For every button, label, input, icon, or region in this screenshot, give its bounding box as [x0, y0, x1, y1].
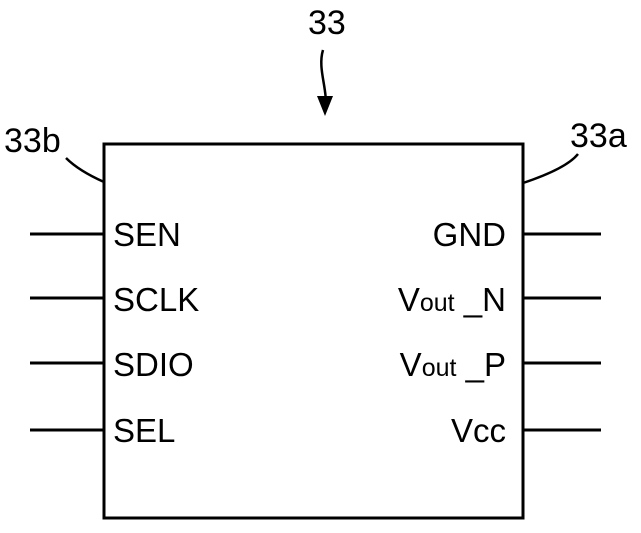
chip-body [102, 142, 525, 520]
right-side-callout: 33a [570, 117, 627, 155]
right-callout-leader [522, 153, 579, 185]
left-side-callout: 33b [4, 122, 61, 160]
pin-label-sdio: SDIO [113, 346, 194, 383]
pin-label-sel: SEL [113, 412, 175, 449]
pin-label-vout-p-tail: _P [456, 346, 506, 383]
pin-label-gnd: GND [433, 216, 506, 253]
reference-arrow-head [317, 96, 333, 116]
pin-label-vcc-main: Vcc [451, 412, 506, 449]
pin-label-sen: SEN [113, 216, 181, 253]
pin-label-vout-n: Vout _N [398, 281, 506, 318]
pin-label-vout-n-subscript: out [420, 289, 455, 317]
pin-label-vout-p: Vout _P [400, 346, 506, 383]
pin-label-vcc: Vcc [451, 412, 506, 449]
pin-label-vout-n-tail: _N [455, 281, 506, 318]
pin-label-sclk: SCLK [113, 281, 199, 318]
pin-label-gnd-main: GND [433, 216, 506, 253]
left-callout-leader [65, 157, 105, 184]
reference-numeral: 33 [308, 4, 346, 42]
pin-label-vout-p-subscript: out [422, 354, 457, 382]
pin-label-vout-p-main: V [400, 346, 422, 383]
right-pin-leads [523, 232, 601, 432]
left-pin-leads [30, 232, 104, 432]
pin-label-vout-n-main: V [398, 281, 420, 318]
